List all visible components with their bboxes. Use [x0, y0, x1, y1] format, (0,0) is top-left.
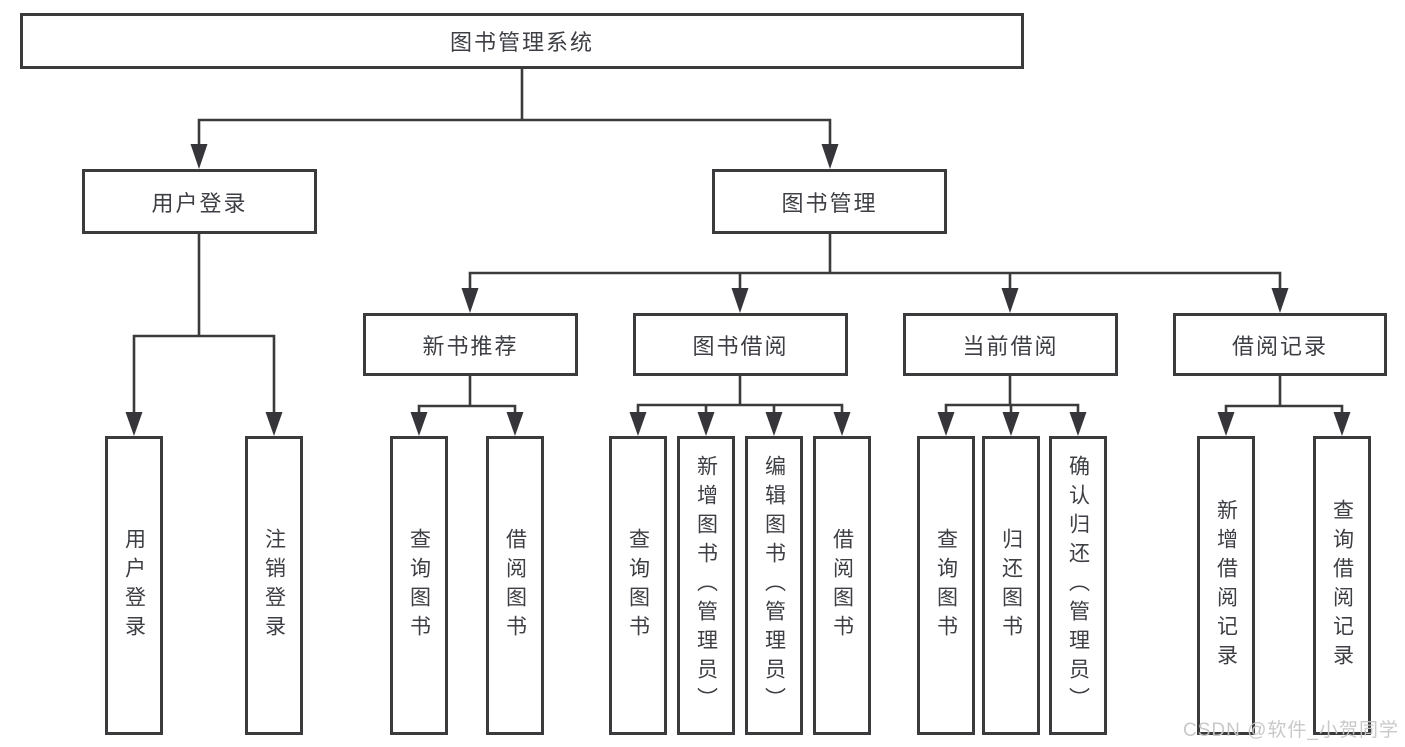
connector-root-to-level2 — [190, 67, 839, 169]
connector-book-borrow-to-leaves — [629, 374, 851, 436]
node-book-management: 图书管理 — [712, 169, 947, 234]
leaf-borrow-books: 借阅图书 — [813, 436, 871, 735]
leaf-confirm-return-admin: 确认归还（管理员） — [1049, 436, 1107, 735]
leaf-logout: 注销登录 — [245, 436, 303, 735]
leaf-query-books-borrow: 查询图书 — [609, 436, 667, 735]
watermark-text: CSDN @软件_小贺同学 — [1183, 720, 1399, 741]
node-borrow-records: 借阅记录 — [1173, 313, 1387, 376]
leaf-add-borrow-record: 新增借阅记录 — [1197, 436, 1255, 735]
node-root-library-system: 图书管理系统 — [20, 13, 1024, 69]
connector-book-mgmt-to-level3 — [461, 231, 1289, 313]
connector-borrow-records-to-leaves — [1217, 374, 1351, 436]
leaf-return-books: 归还图书 — [982, 436, 1040, 735]
connector-new-books-to-leaves — [410, 374, 524, 436]
leaf-query-books-recommend: 查询图书 — [390, 436, 448, 735]
leaf-user-login: 用户登录 — [105, 436, 163, 735]
leaf-add-books-admin: 新增图书（管理员） — [677, 436, 735, 735]
connector-current-borrow-to-leaves — [937, 374, 1087, 436]
connector-user-login-to-leaves — [125, 231, 283, 436]
node-current-borrowing: 当前借阅 — [903, 313, 1118, 376]
leaf-edit-books-admin: 编辑图书（管理员） — [745, 436, 803, 735]
node-book-borrowing: 图书借阅 — [633, 313, 848, 376]
leaf-query-borrow-record: 查询借阅记录 — [1313, 436, 1371, 735]
leaf-borrow-books-recommend: 借阅图书 — [486, 436, 544, 735]
node-user-login: 用户登录 — [82, 169, 317, 234]
leaf-query-books-current: 查询图书 — [917, 436, 975, 735]
node-new-book-recommend: 新书推荐 — [363, 313, 578, 376]
